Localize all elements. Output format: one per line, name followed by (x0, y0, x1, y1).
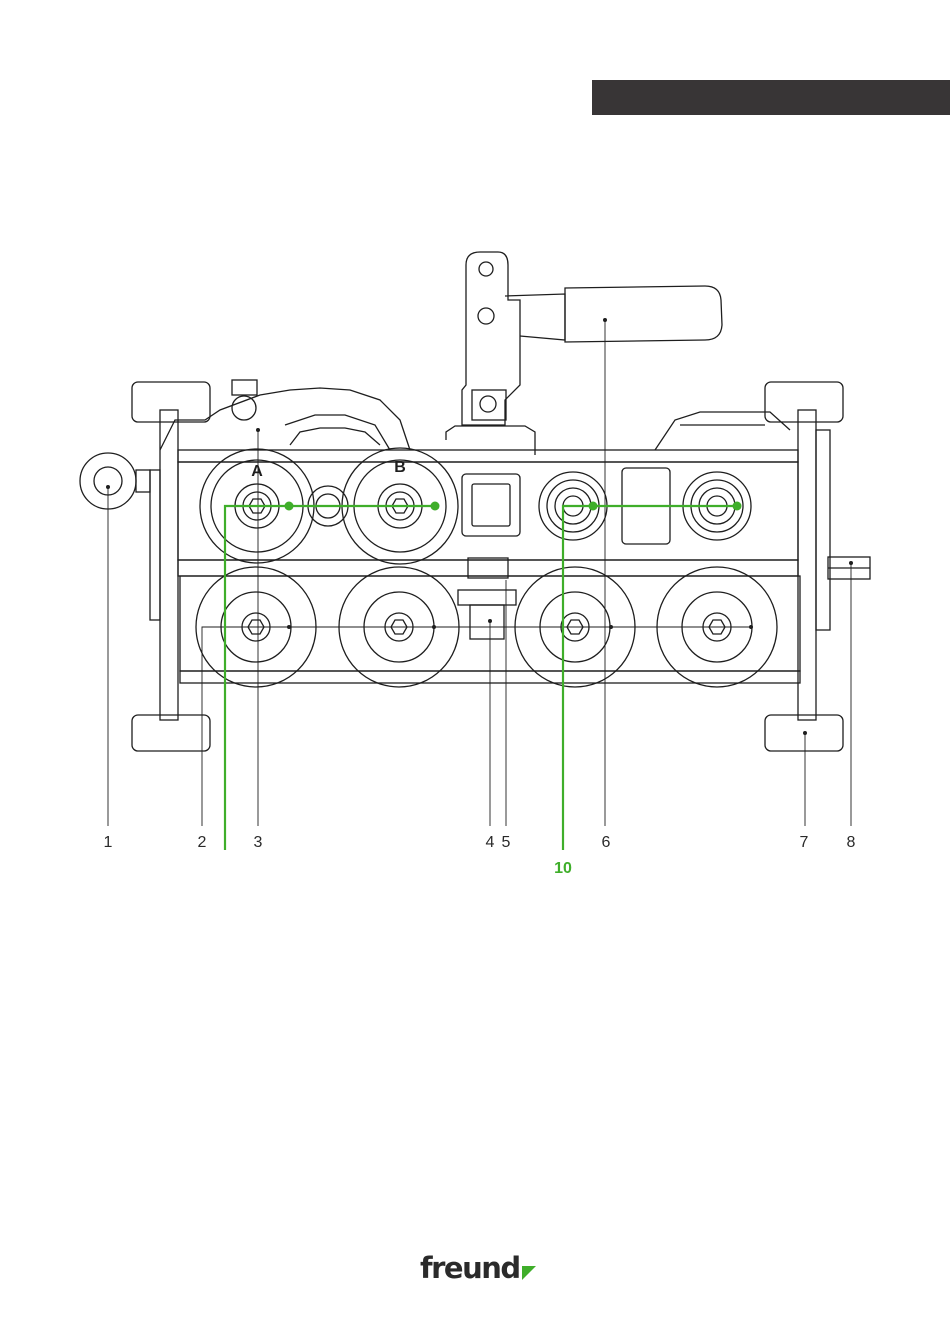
device-diagram: A B (0, 0, 950, 900)
leader-lines (108, 320, 851, 826)
callout-1: 1 (104, 834, 113, 852)
shaft (828, 557, 870, 579)
main-frame (178, 450, 800, 683)
callout-7: 7 (800, 834, 809, 852)
callout-5: 5 (502, 834, 511, 852)
wheel-letter-b: B (394, 459, 406, 476)
eyelet (80, 453, 150, 509)
logo-wordmark: freund (420, 1254, 520, 1283)
brand-logo: freund (420, 1250, 536, 1286)
callout-3: 3 (254, 834, 263, 852)
green-triangle-icon (522, 1266, 536, 1280)
callout-10: 10 (554, 860, 572, 878)
feet (132, 382, 843, 751)
callout-4: 4 (486, 834, 495, 852)
wheel-letter-a: A (251, 463, 263, 480)
callout-2: 2 (198, 834, 207, 852)
callout-8: 8 (847, 834, 856, 852)
callout-6: 6 (602, 834, 611, 852)
